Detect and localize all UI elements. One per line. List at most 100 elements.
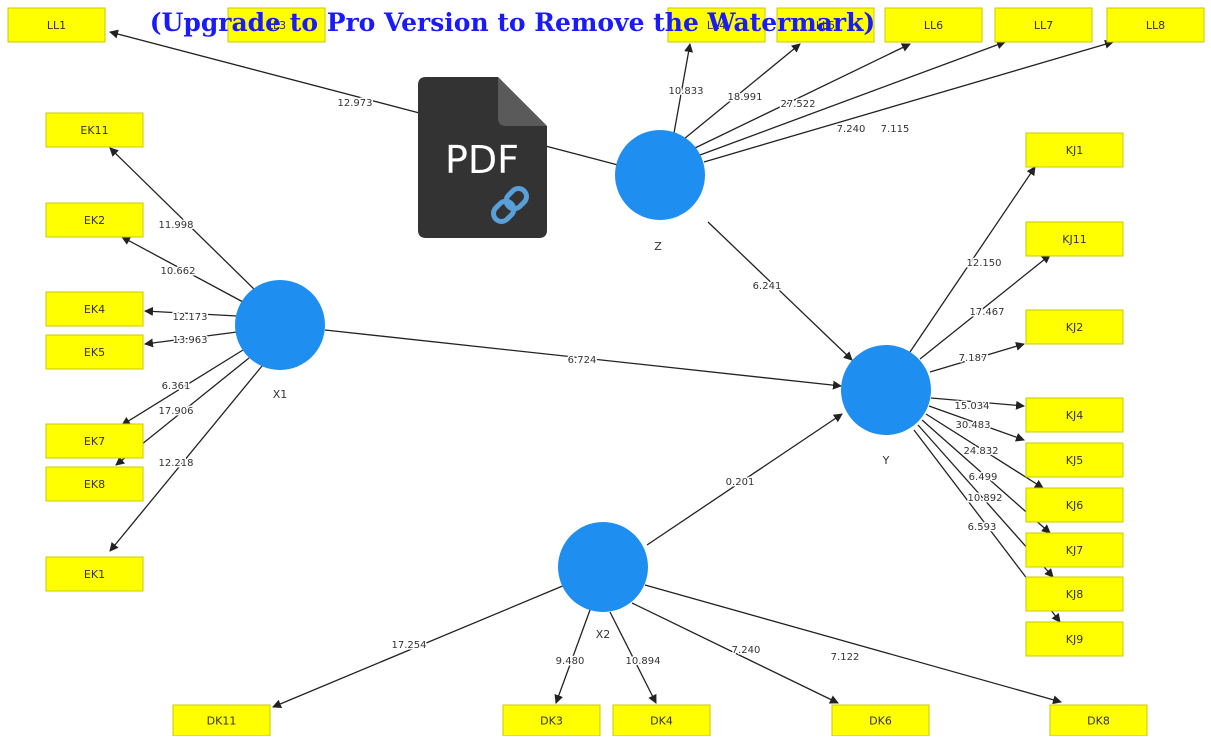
indicator-ek8-label: EK8 — [84, 478, 105, 491]
path-y-kj6 — [925, 413, 1044, 489]
path-z-ll7 — [699, 40, 1006, 156]
indicator-ll1-box — [7, 7, 106, 43]
indicator-ek7-box — [45, 423, 144, 459]
indicator-ek5-box — [45, 334, 144, 370]
indicator-kj8-label: KJ8 — [1066, 588, 1083, 601]
coefficient-x1-ek1: 12.218 — [159, 458, 194, 469]
coefficient-z-ll6: 27.522 — [781, 99, 816, 110]
path-y-kj1 — [909, 166, 1036, 353]
indicator-kj7-label: KJ7 — [1066, 544, 1083, 557]
latent-z-node — [615, 130, 705, 220]
indicator-kj6-box — [1025, 487, 1124, 523]
latent-x1-label: X1 — [273, 388, 288, 401]
path-z-ll5 — [683, 43, 801, 140]
coefficient-x1-ek4: 12.173 — [173, 312, 208, 323]
indicator-ek2-label: EK2 — [84, 214, 105, 227]
path-x1-ek5 — [144, 331, 238, 348]
coefficient-x1-ek2: 10.662 — [161, 266, 196, 277]
indicator-kj5-box — [1025, 442, 1124, 478]
latent-z-label: Z — [654, 240, 662, 253]
coefficient-y-kj2: 7.187 — [959, 353, 988, 364]
path-x2-dk8 — [644, 584, 1062, 705]
indicator-ll7-label: LL7 — [1034, 19, 1053, 32]
indicator-ll8-box — [1106, 7, 1205, 43]
indicator-ek1-box — [45, 556, 144, 592]
indicator-dk8-box — [1049, 704, 1148, 737]
coefficient-y-kj1: 12.150 — [967, 258, 1002, 269]
indicator-ll3-box — [227, 7, 326, 43]
coefficient-y-kj4: 15.034 — [955, 401, 990, 412]
indicator-kj11-box — [1025, 221, 1124, 257]
indicator-kj7-box — [1025, 532, 1124, 568]
indicator-ll4-label: LL4 — [707, 19, 726, 32]
path-x2-dk4 — [609, 611, 657, 704]
path-y-kj5 — [928, 405, 1025, 442]
path-x1-ek2 — [121, 236, 244, 303]
coefficient-x2-y: 0.201 — [726, 477, 755, 488]
latent-y-label: Y — [882, 454, 890, 467]
indicator-dk3-label: DK3 — [540, 715, 563, 728]
indicator-kj4-label: KJ4 — [1066, 409, 1083, 422]
indicator-dk4-label: DK4 — [650, 715, 673, 728]
coefficient-y-kj11: 17.467 — [970, 307, 1005, 318]
coefficient-x1-y: 6.724 — [568, 355, 597, 366]
coefficient-y-kj5: 30.483 — [956, 420, 991, 431]
path-z-ll6 — [694, 43, 911, 149]
indicator-ek4-box — [45, 291, 144, 327]
coefficient-z-ll1: 12.973 — [338, 98, 373, 109]
indicator-kj8-box — [1025, 576, 1124, 612]
labels-layer: 12.973 10.833 18.991 27.522 7.240 7.115 11.998… — [157, 85, 1006, 669]
indicator-ll5-label: LL5 — [816, 19, 835, 32]
indicator-kj11-label: KJ11 — [1062, 233, 1086, 246]
path-y-kj4 — [930, 397, 1025, 410]
coefficient-x1-ek11: 11.998 — [159, 220, 194, 231]
coefficient-x2-dk6: 7.240 — [732, 645, 761, 656]
coefficient-x1-ek5: 13.963 — [173, 335, 208, 346]
indicator-ek1-label: EK1 — [84, 568, 105, 581]
coefficient-z-ll5: 18.991 — [728, 92, 763, 103]
coefficient-z-ll8: 7.115 — [881, 124, 910, 135]
coefficient-x1-ek7: 6.361 — [162, 381, 191, 392]
coefficient-z-ll4: 10.833 — [669, 86, 704, 97]
coefficient-x2-dk11: 17.254 — [392, 640, 427, 651]
indicator-kj9-box — [1025, 621, 1124, 657]
path-x2-dk11 — [272, 584, 566, 709]
pdf-icon-label: PDF — [445, 138, 519, 182]
indicator-kj5-label: KJ5 — [1066, 454, 1083, 467]
coefficient-y-kj8: 10.892 — [968, 493, 1003, 504]
latent-x2-label: X2 — [596, 628, 611, 641]
indicator-ll5-box — [776, 7, 875, 43]
path-x1-ek7 — [121, 349, 244, 426]
path-z-y — [707, 221, 853, 361]
indicator-ek8-box — [45, 466, 144, 502]
latent-x1-node — [235, 280, 325, 370]
path-x1-ek11 — [109, 147, 256, 291]
indicator-kj4-box — [1025, 397, 1124, 433]
indicator-ll6-label: LL6 — [924, 19, 943, 32]
indicator-dk3-box — [502, 704, 601, 737]
indicator-kj9-label: KJ9 — [1066, 633, 1083, 646]
watermark-text: (Upgrade to Pro Version to Remove the Wa… — [149, 8, 876, 37]
path-x1-y — [324, 329, 842, 390]
path-z-ll4 — [673, 43, 694, 134]
coefficient-y-kj6: 24.832 — [964, 446, 999, 457]
indicator-ll3-label: LL3 — [267, 19, 286, 32]
indicator-ll1-label: LL1 — [47, 19, 66, 32]
indicator-ek11-label: EK11 — [80, 124, 108, 137]
indicator-kj1-box — [1025, 132, 1124, 168]
indicator-ek2-box — [45, 202, 144, 238]
coefficient-y-kj9: 6.593 — [968, 522, 997, 533]
indicator-kj2-box — [1025, 309, 1124, 345]
path-x2-y — [646, 413, 843, 546]
indicator-dk11-label: DK11 — [207, 715, 237, 728]
indicator-dk6-box — [831, 704, 930, 737]
path-x2-dk6 — [631, 602, 839, 704]
path-y-kj2 — [929, 341, 1025, 373]
path-z-ll8 — [703, 39, 1114, 163]
indicator-dk6-label: DK6 — [869, 715, 892, 728]
indicator-ll6-box — [884, 7, 983, 43]
indicator-kj1-label: KJ1 — [1066, 144, 1083, 157]
